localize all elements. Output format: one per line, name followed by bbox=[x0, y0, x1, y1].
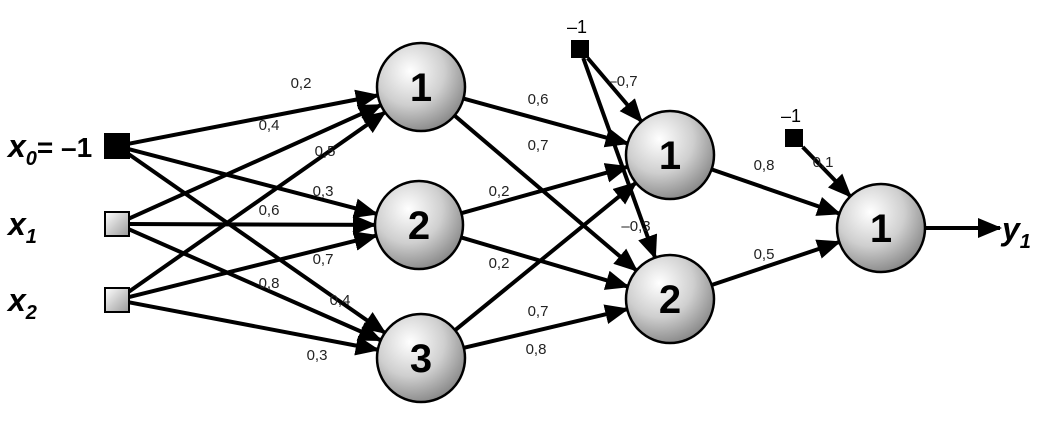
connections bbox=[127, 56, 1002, 356]
connection-h2_1-out_1 bbox=[710, 167, 842, 216]
connection-x2-h1_1 bbox=[127, 110, 387, 294]
weight-label-x1-h1_1: 0,4 bbox=[259, 117, 280, 134]
weight-label-x0-h1_1: 0,2 bbox=[291, 75, 312, 92]
input-label-sub: 0 bbox=[26, 148, 37, 170]
input-label-x0: x0= –1 bbox=[6, 128, 92, 170]
weight-label-x0-h1_2: 0,3 bbox=[313, 183, 334, 200]
bias-node-b3 bbox=[785, 129, 803, 147]
connection-x1-h1_1 bbox=[128, 103, 383, 221]
output-label-base: y bbox=[1000, 211, 1022, 247]
connection-x1-h1_2 bbox=[128, 214, 378, 235]
weight-label-h1_2-h2_2: 0,2 bbox=[489, 255, 510, 272]
weight-label-x2-h1_2: 0,7 bbox=[313, 251, 334, 268]
input-node-x0 bbox=[104, 133, 130, 159]
weight-label-h1_3-h2_2: 0,8 bbox=[526, 341, 547, 358]
weight-label-h2_1-out_1: 0,8 bbox=[754, 157, 775, 174]
weight-label-b2-h2_1: –0,7 bbox=[608, 73, 637, 90]
input-label-x1: x1 bbox=[6, 206, 37, 248]
neuron-h1_2 bbox=[373, 179, 465, 271]
connection-h1_2-h2_2 bbox=[460, 235, 630, 290]
input-label-x2: x2 bbox=[6, 282, 37, 324]
connection-x0-h1_2 bbox=[128, 147, 379, 218]
weight-label-b2-h2_2: –0,3 bbox=[621, 218, 650, 235]
neuron-h2_2 bbox=[624, 253, 716, 345]
weight-label-h2_2-out_1: 0,5 bbox=[754, 246, 775, 263]
connection-x2-h1_3 bbox=[128, 300, 380, 356]
connection-b2-h2_2 bbox=[581, 57, 658, 260]
output-label: y1 bbox=[1000, 211, 1031, 253]
connection-h1_1-h2_2 bbox=[453, 114, 639, 272]
connection-h1_2-h2_1 bbox=[460, 163, 630, 216]
input-label-suffix: = –1 bbox=[37, 132, 92, 163]
input-label-sub: 1 bbox=[26, 226, 37, 248]
weight-label-x2-h1_3: 0,3 bbox=[307, 347, 328, 364]
connection-x0-h1_1 bbox=[128, 89, 380, 146]
connection-b3-out_1 bbox=[801, 145, 852, 198]
input-node-x1 bbox=[104, 211, 130, 237]
input-node-x2 bbox=[104, 287, 130, 313]
neuron-h1_3 bbox=[375, 312, 467, 404]
connection-x2-h1_2 bbox=[128, 231, 379, 299]
neuron-out_1 bbox=[835, 182, 927, 274]
weight-label-x0-h1_3: 0,8 bbox=[259, 275, 280, 292]
weight-label-h1_1-h2_1: 0,6 bbox=[528, 91, 549, 108]
input-label-base: x bbox=[6, 206, 27, 242]
connection-h2_2-out_1 bbox=[711, 239, 842, 287]
neuron-label-out_1: 1 bbox=[870, 207, 892, 251]
bias-label-b2: –1 bbox=[567, 17, 587, 37]
connection-h1_1-h2_1 bbox=[462, 96, 630, 148]
connection-x0-h1_3 bbox=[127, 152, 387, 335]
bias-node-b2 bbox=[571, 40, 589, 58]
weight-label-x1-h1_3: 0,4 bbox=[330, 292, 351, 309]
weight-label-x1-h1_2: 0,6 bbox=[259, 202, 280, 219]
neuron-h1_1 bbox=[375, 41, 467, 133]
connection-x1-h1_3 bbox=[128, 227, 383, 343]
bias-label-b3: –1 bbox=[781, 106, 801, 126]
weight-label-h1_1-h2_2: 0,7 bbox=[528, 137, 549, 154]
input-label-sub: 2 bbox=[25, 302, 37, 324]
weight-label-b3-out_1: 0,1 bbox=[813, 154, 834, 171]
weight-label-h1_2-h2_1: 0,2 bbox=[489, 183, 510, 200]
neuron-label-h1_1: 1 bbox=[410, 66, 432, 110]
neuron-label-h1_2: 2 bbox=[408, 204, 430, 248]
connection-b2-h2_1 bbox=[586, 56, 644, 123]
weight-labels: 0,2 0,4 0,5 0,3 0,6 0,7 0,8 0,4 0,3 0,6 0,7 0,2 0,2 0… bbox=[259, 73, 834, 364]
input-label-base: x bbox=[6, 282, 27, 318]
weight-label-h1_3-h2_1: 0,7 bbox=[528, 303, 549, 320]
neuron-label-h2_1: 1 bbox=[659, 134, 681, 178]
neuron-h2_1 bbox=[624, 109, 716, 201]
neuron-label-h2_2: 2 bbox=[659, 278, 681, 322]
connection-h1_3-h2_2 bbox=[463, 304, 630, 350]
weight-label-x2-h1_1: 0,5 bbox=[315, 143, 336, 160]
neuron-label-h1_3: 3 bbox=[410, 337, 432, 381]
input-label-base: x bbox=[6, 128, 27, 164]
output-label-sub: 1 bbox=[1020, 231, 1031, 253]
connection-h1_3-h2_1 bbox=[453, 181, 638, 332]
